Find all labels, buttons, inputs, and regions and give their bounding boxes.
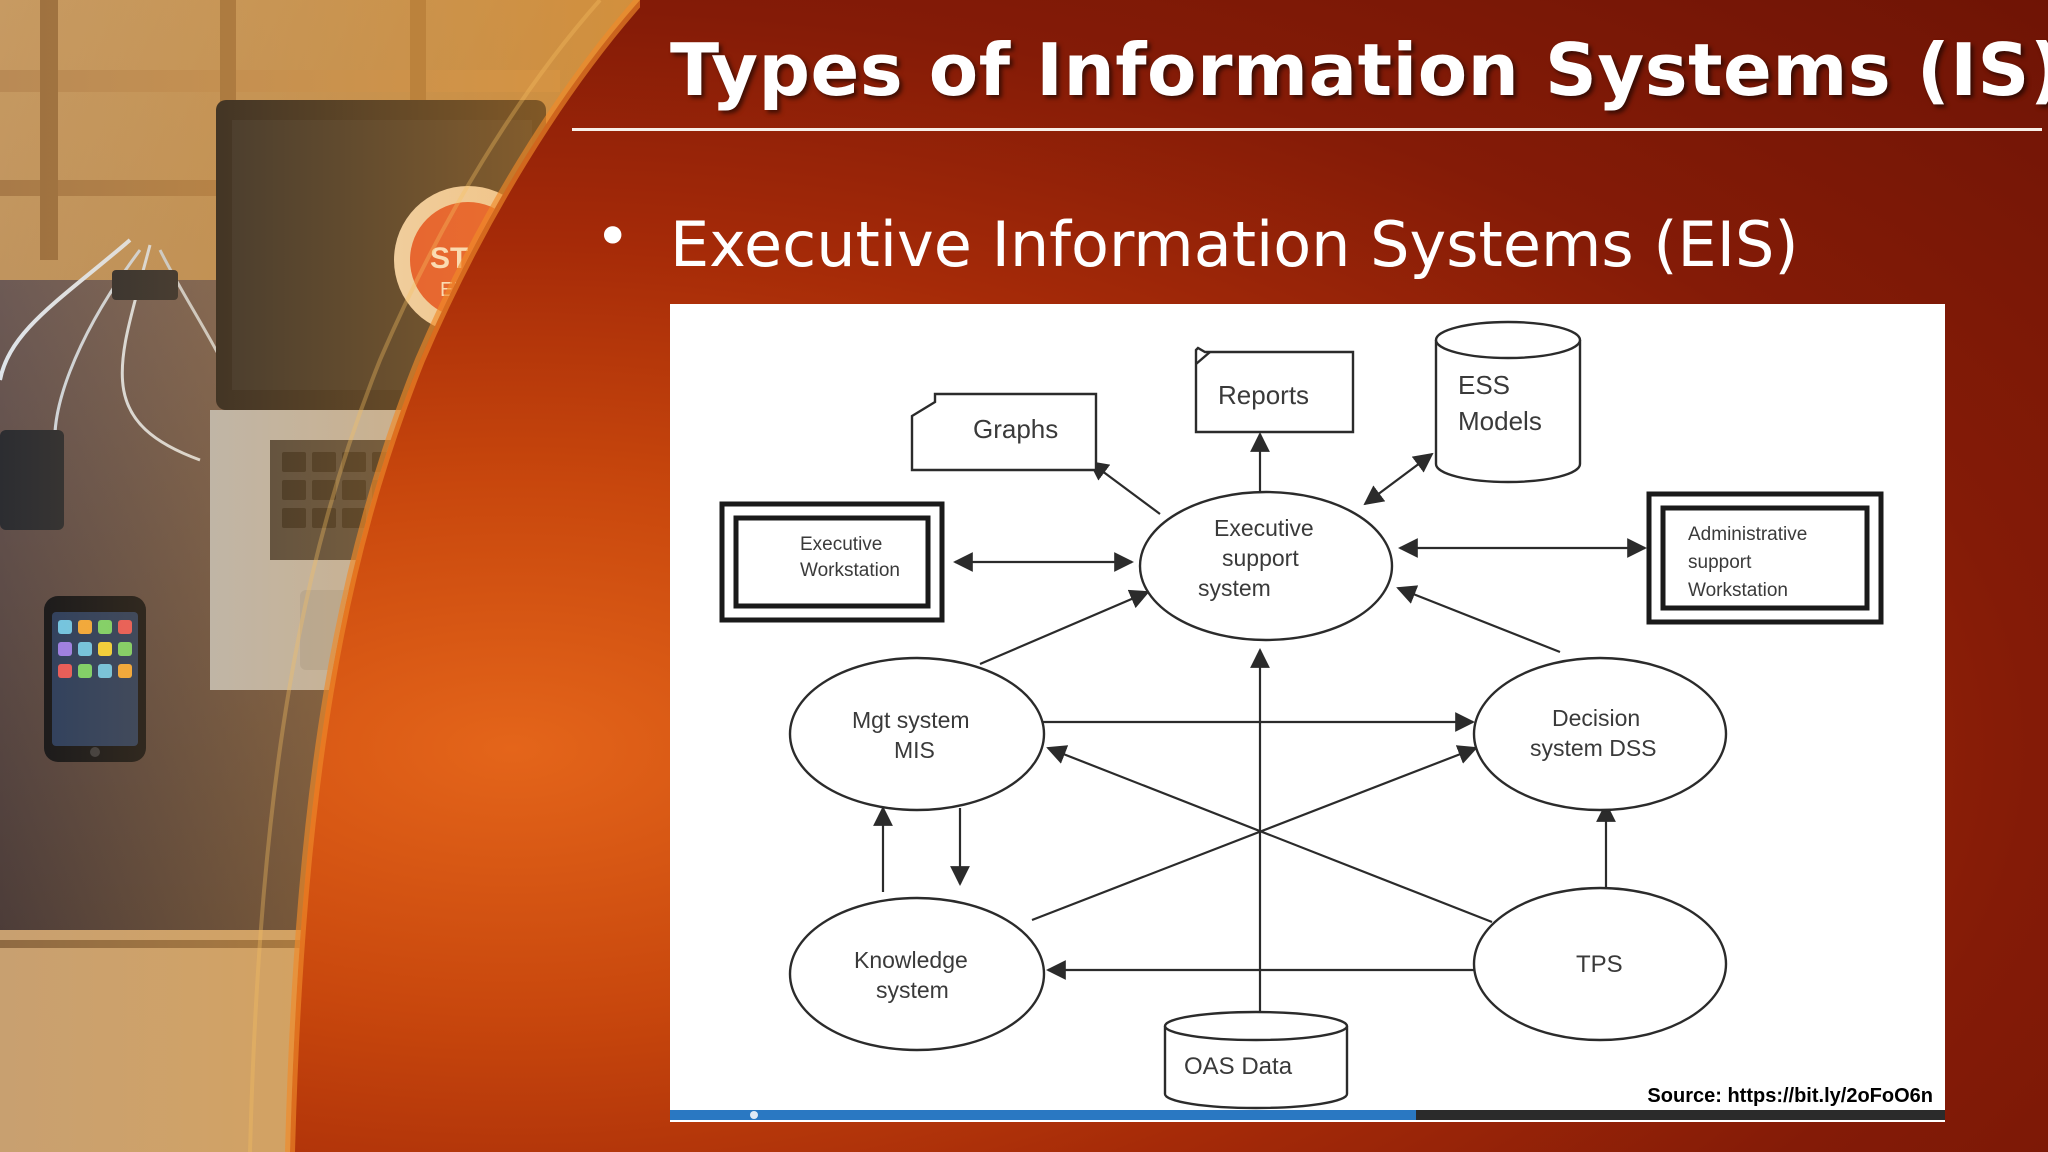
ess-label-2: support — [1222, 545, 1299, 571]
tps-node: TPS — [1472, 886, 1728, 1042]
ess-models-label-1: ESS — [1458, 370, 1510, 400]
eis-diagram: Graphs Reports ESS Models Executive Work — [719, 320, 1884, 1110]
arrow-tps-mis — [1046, 745, 1493, 924]
desk-photo: STAR ENG — [0, 0, 640, 1152]
admin-workstation-label-3: Workstation — [1688, 580, 1788, 601]
admin-workstation-label-2: support — [1688, 552, 1752, 573]
ess-label-3: system — [1198, 575, 1271, 601]
video-progress-fill — [670, 1110, 1416, 1120]
oas-data-label: OAS Data — [1184, 1053, 1293, 1080]
mis-node: Mgt system MIS — [788, 656, 1046, 812]
arrow-ks-dss — [1031, 745, 1478, 922]
exec-workstation-label-1: Executive — [800, 534, 882, 555]
video-frame[interactable]: Graphs Reports ESS Models Executive Work — [670, 304, 1945, 1122]
knowledge-system-node: Knowledge system — [788, 896, 1046, 1052]
dss-label-1: Decision — [1552, 705, 1640, 731]
ess-models-node: ESS Models — [1434, 320, 1582, 484]
video-progress-bar[interactable] — [670, 1110, 1945, 1120]
slide-title: Types of Information Systems (IS) — [670, 28, 2048, 112]
ess-label-1: Executive — [1214, 515, 1314, 541]
diagram-connectors — [873, 432, 1647, 1016]
ks-label-2: system — [876, 977, 949, 1003]
video-progress-handle[interactable] — [750, 1111, 758, 1119]
bullet-text: Executive Information Systems (EIS) — [670, 208, 1799, 281]
graphs-node: Graphs — [910, 392, 1098, 472]
arrow-ess-graphs — [1088, 460, 1161, 515]
arrow-dss-ess — [1396, 585, 1561, 654]
reports-node: Reports — [1194, 346, 1355, 434]
tps-label: TPS — [1576, 951, 1623, 978]
reports-label: Reports — [1218, 380, 1309, 410]
title-underline — [572, 128, 2042, 131]
bullet-marker: • — [595, 202, 631, 272]
arrow-ess-models — [1363, 452, 1434, 506]
source-citation: Source: https://bit.ly/2oFoO6n — [1647, 1085, 1933, 1107]
arrow-mis-ess — [979, 589, 1150, 666]
dss-label-2: system DSS — [1530, 735, 1657, 761]
mis-label-1: Mgt system — [852, 707, 970, 733]
executive-support-system-node: Executive support system — [1138, 490, 1394, 642]
admin-workstation-node: Administrative support Workstation — [1646, 491, 1884, 625]
mis-label-2: MIS — [894, 737, 935, 763]
graphs-label: Graphs — [973, 414, 1058, 444]
dss-node: Decision system DSS — [1472, 656, 1728, 812]
ess-models-label-2: Models — [1458, 406, 1542, 436]
oas-data-node: OAS Data — [1163, 1010, 1349, 1110]
executive-workstation-node: Executive Workstation — [719, 501, 945, 623]
exec-workstation-label-2: Workstation — [800, 560, 900, 581]
admin-workstation-label-1: Administrative — [1688, 524, 1807, 545]
ks-label-1: Knowledge — [854, 947, 968, 973]
